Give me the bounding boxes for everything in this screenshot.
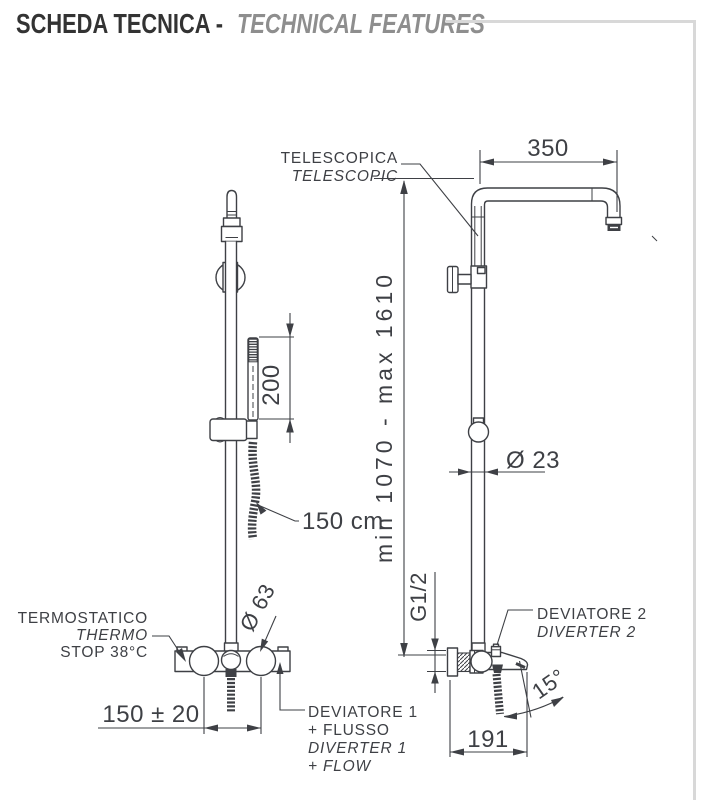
hose-length-value: 150 cm <box>302 508 384 535</box>
diverter1-line1: DEVIATORE 1 <box>308 704 418 721</box>
angle-15-value: 15° <box>527 664 570 704</box>
page-title-italian: SCHEDA TECNICA - <box>16 8 224 39</box>
diverter2-line2: DIVERTER 2 <box>537 624 636 641</box>
dimension-350: 350 <box>479 135 618 212</box>
thermostatic-mixer-front <box>174 642 291 713</box>
dimension-150-20: 150 ± 20 <box>98 677 262 734</box>
dimension-height-range: min 1070 - max 1610 <box>371 177 474 657</box>
diverter2-line1: DEVIATORE 2 <box>537 606 647 623</box>
shower-column-tube-front <box>224 240 238 652</box>
thermo-label-line1: TERMOSTATICO <box>18 610 148 627</box>
dia-63-value: Ø 63 <box>235 580 280 636</box>
diverter1-callout: DEVIATORE 1 + FLUSSO DIVERTER 1 + FLOW <box>276 662 418 775</box>
frame-top-line <box>446 20 695 23</box>
dim-height-range-value: min 1070 - max 1610 <box>371 271 397 563</box>
ball-joint <box>467 417 490 443</box>
dimension-g12: G1/2 <box>406 572 446 693</box>
diverter2-callout: DEVIATORE 2 DIVERTER 2 <box>496 606 647 646</box>
telescopic-callout: TELESCOPICA TELESCOPIC <box>281 150 479 237</box>
page-title: SCHEDA TECNICA - TECHNICAL FEATURES <box>16 8 485 40</box>
dia-63-callout: Ø 63 <box>235 580 280 652</box>
dia-23-value: Ø 23 <box>506 447 560 474</box>
column-top-pipe <box>220 189 243 243</box>
diverter2-fitting <box>490 645 502 658</box>
diverter1-line3: DIVERTER 1 <box>308 740 407 757</box>
thermostatic-mixer-side <box>446 642 529 715</box>
stray-tick-mark <box>651 235 658 242</box>
dim-150-20-value: 150 ± 20 <box>102 701 199 728</box>
front-view-drawing: 200 150 cm Ø 63 TERMOSTATICO THERMO STOP… <box>18 189 418 775</box>
thermo-label-line3: STOP 38°C <box>60 644 148 661</box>
telescopic-label-line1: TELESCOPICA <box>281 150 398 167</box>
diverter-knob-side <box>470 650 493 673</box>
dim-200-value: 200 <box>258 364 285 406</box>
slider-bracket <box>209 417 258 443</box>
mixer-knob-left <box>188 645 220 677</box>
dim-350-value: 350 <box>527 135 569 162</box>
frame-right-line <box>693 20 696 800</box>
telescopic-joint-and-knob <box>446 265 488 294</box>
hand-shower <box>247 337 259 421</box>
hose-length-callout: 150 cm <box>256 502 384 535</box>
dimension-200: 200 <box>258 313 294 443</box>
dimension-191: 191 <box>449 672 528 757</box>
shower-column-side <box>470 187 621 652</box>
dimension-dia-23: Ø 23 <box>449 447 560 476</box>
thermostatic-callout: TERMOSTATICO THERMO STOP 38°C <box>18 610 186 662</box>
diverter1-line4: + FLOW <box>308 758 372 775</box>
diverter1-line2: + FLUSSO <box>308 722 390 739</box>
mixer-knob-right <box>245 645 277 677</box>
tub-spout-hose-side <box>492 673 504 715</box>
dim-191-value: 191 <box>467 726 509 753</box>
thermo-label-line2: THERMO <box>76 627 148 644</box>
g12-value: G1/2 <box>406 572 431 622</box>
side-view-drawing: 350 TELESCOPICA TELESCOPIC min 1070 - ma… <box>281 135 658 757</box>
page-title-english: TECHNICAL FEATURES <box>236 8 485 39</box>
telescopic-label-line2: TELESCOPIC <box>292 168 398 185</box>
hand-shower-hose <box>247 441 261 540</box>
shower-head-connector <box>605 216 623 231</box>
